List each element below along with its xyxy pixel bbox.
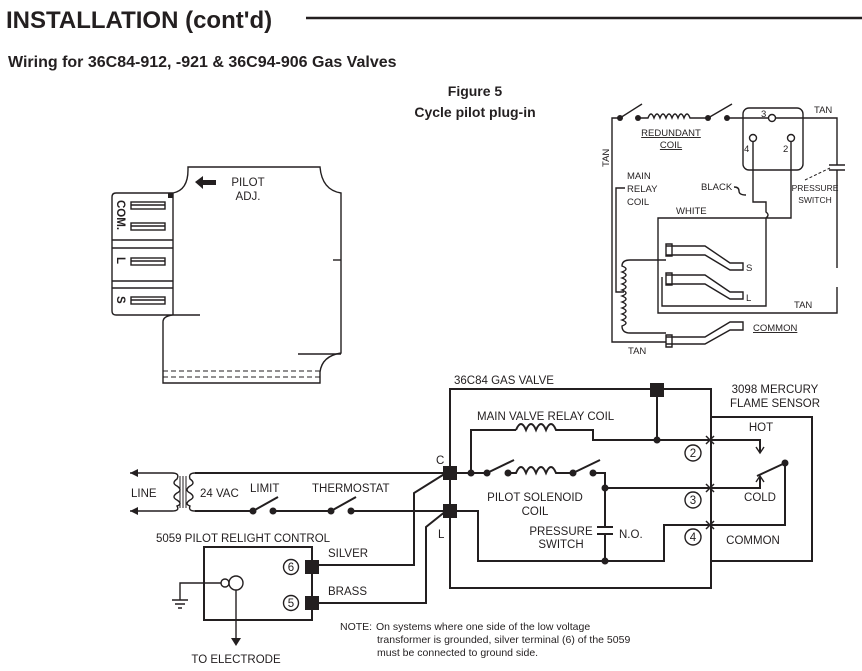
circled-5: 5 — [288, 598, 294, 610]
wire-tan-left: TAN — [601, 149, 612, 167]
main-valve-relay-coil-label: MAIN VALVE RELAY COIL — [477, 411, 615, 423]
pressure-switch-label-2: SWITCH — [798, 195, 832, 205]
voltage-label: 24 VAC — [200, 488, 239, 500]
note: NOTE: On systems where one side of the l… — [340, 621, 630, 659]
line-label: LINE — [131, 488, 157, 500]
note-line-1: On systems where one side of the low vol… — [376, 621, 590, 633]
main-valve-relay-coil — [515, 423, 761, 452]
terminal-l-blade — [665, 272, 744, 300]
page-title: INSTALLATION (cont'd) — [6, 7, 272, 34]
wire-white: WHITE — [676, 206, 707, 217]
to-electrode-label: TO ELECTRODE — [191, 654, 281, 666]
circled-3: 3 — [690, 495, 696, 507]
terminal-6 — [305, 560, 319, 574]
brass-wire — [319, 510, 447, 604]
wire-tan-bottom: TAN — [628, 346, 646, 357]
valve-terminal — [650, 383, 664, 397]
common-label: COMMON — [726, 535, 780, 547]
wiring-diagram: 36C84 GAS VALVE MAIN VALVE RELAY COIL C … — [130, 375, 820, 666]
note-line-2: transformer is grounded, silver terminal… — [377, 634, 630, 646]
terminal-l — [443, 504, 457, 518]
flame-sensor-label: 3098 MERCURY — [732, 384, 819, 396]
pilot-solenoid-coil-label: PILOT SOLENOID — [487, 492, 583, 504]
terminal-3: 3 — [761, 109, 766, 120]
pilot-adj-label: PILOT — [231, 177, 264, 189]
electrode-connector — [172, 575, 244, 646]
circled-6: 6 — [288, 562, 294, 574]
normally-open-label: N.O. — [619, 529, 643, 541]
relight-control-label: 5059 PILOT RELIGHT CONTROL — [156, 533, 331, 545]
pressure-switch-label: PRESSURE — [792, 183, 839, 193]
flame-sensor-label-2: FLAME SENSOR — [730, 398, 820, 410]
terminal-label-com: COM. — [114, 200, 126, 230]
terminal-label-s: S — [114, 296, 126, 304]
transformer — [130, 469, 196, 515]
pressure-switch-label: PRESSURE — [529, 526, 593, 538]
note-line-3: must be connected to ground side. — [377, 647, 538, 659]
terminal-c — [443, 466, 457, 480]
gas-valve-label: 36C84 GAS VALVE — [454, 375, 554, 387]
main-relay-coil-label-3: COIL — [627, 197, 649, 208]
terminal-common-label: COMMON — [753, 323, 797, 334]
wire-tan-top: TAN — [814, 105, 832, 116]
main-relay-coil — [620, 259, 666, 334]
pilot-plug-diagram: 3 4 2 REDUNDANT COIL MAIN RELAY COIL TAN… — [601, 103, 845, 357]
pressure-switch-label-2: SWITCH — [538, 539, 583, 551]
pilot-adj-label-2: ADJ. — [236, 191, 261, 203]
brass-label: BRASS — [328, 586, 367, 598]
circled-4: 4 — [690, 532, 697, 544]
terminal-5 — [305, 596, 319, 610]
note-label: NOTE: — [340, 621, 372, 633]
arrow-left-icon — [195, 176, 216, 189]
terminal-l-label: L — [746, 293, 751, 304]
wire-black: BLACK — [701, 182, 733, 193]
main-relay-coil-label: MAIN — [627, 171, 651, 182]
terminal-label-l: L — [114, 257, 126, 264]
circled-2: 2 — [690, 448, 696, 460]
redundant-coil-label-2: COIL — [660, 140, 682, 151]
terminal-l-label: L — [438, 529, 445, 541]
wire-tan-right: TAN — [794, 300, 812, 311]
terminal-c-label: C — [436, 455, 444, 467]
terminal-common-blade — [665, 321, 744, 348]
cold-label: COLD — [744, 492, 776, 504]
main-relay-coil-label-2: RELAY — [627, 184, 658, 195]
arrow-down-icon — [231, 638, 241, 646]
thermostat-label: THERMOSTAT — [312, 483, 390, 495]
page-subtitle: Wiring for 36C84-912, -921 & 36C94-906 G… — [8, 54, 397, 71]
figure-caption: Cycle pilot plug-in — [414, 104, 535, 120]
hot-label: HOT — [749, 422, 773, 434]
terminal-s-label: S — [746, 263, 752, 274]
pilot-solenoid-coil — [508, 466, 573, 476]
limit-label: LIMIT — [250, 483, 279, 495]
flame-sensor-box — [711, 416, 813, 562]
terminal-s-blade — [665, 243, 744, 271]
cross-markers — [705, 435, 715, 530]
redundant-coil-label: REDUNDANT — [641, 128, 701, 139]
redundant-coil — [638, 113, 708, 120]
silver-wire — [319, 472, 447, 566]
terminal-slots — [130, 201, 166, 305]
silver-label: SILVER — [328, 548, 368, 560]
pilot-solenoid-coil-label-2: COIL — [522, 506, 549, 518]
terminal-2: 2 — [783, 144, 788, 155]
terminal-4: 4 — [744, 144, 749, 155]
valve-housing: COM. L S PILOT ADJ. — [111, 166, 342, 384]
figure-number: Figure 5 — [448, 83, 503, 99]
